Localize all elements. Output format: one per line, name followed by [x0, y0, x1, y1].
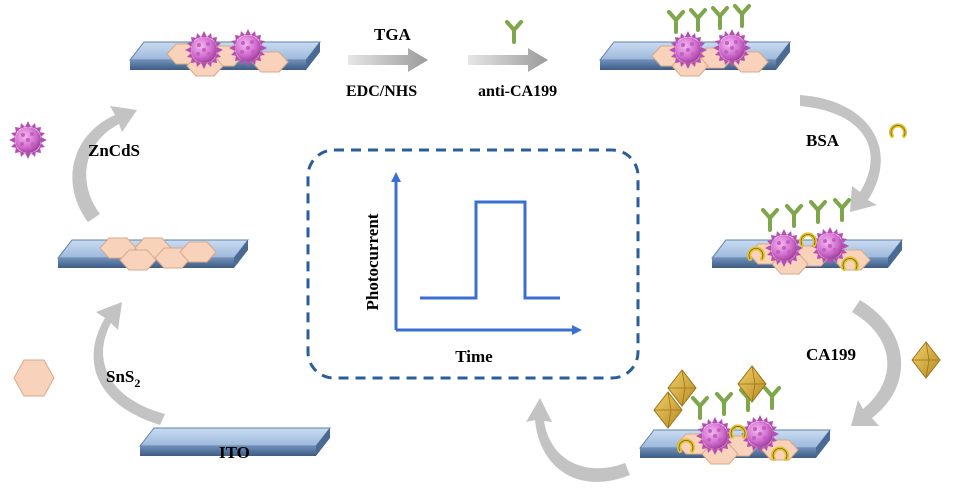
sns2-nanosheet-icon [13, 359, 55, 397]
tga-label: TGA [374, 25, 412, 44]
edc-nhs-label: EDC/NHS [346, 83, 417, 100]
curved-arrow-detect [526, 398, 630, 482]
antibody-electrode [599, 4, 791, 77]
zncds-sns2-electrode [129, 29, 321, 77]
antibody-icon [505, 20, 523, 44]
ca199-label: CA199 [806, 345, 856, 364]
arrow-antibody-step [468, 48, 548, 72]
x-axis-label: Time [455, 347, 493, 366]
anti-ca199-label: anti-CA199 [478, 83, 557, 100]
arrow-tga-step [348, 48, 428, 72]
curved-arrow-sns2 [93, 302, 165, 425]
sns2-ito-electrode [57, 237, 249, 271]
ca199-antigen-icon [737, 365, 767, 403]
y-axis-arrow [391, 172, 401, 182]
bsa-blocked-electrode [711, 198, 903, 275]
curved-arrow-zncds [72, 106, 137, 222]
ca199-antigen-icon [911, 341, 941, 379]
photocurrent-plot [391, 172, 582, 335]
photocurrent-pulse-line [420, 200, 560, 300]
curved-arrow-ca199 [851, 300, 902, 426]
bsa-icon [889, 123, 907, 138]
sns2-label: SnS2 [106, 367, 140, 390]
photocurrent-panel [306, 148, 640, 380]
zncds-particle-icon [9, 121, 47, 159]
y-axis-label: Photocurrent [363, 213, 382, 310]
curved-arrow-bsa [800, 95, 881, 212]
x-axis-arrow [572, 325, 582, 335]
bsa-label: BSA [806, 131, 840, 150]
zncds-label: ZnCdS [88, 141, 140, 160]
ito-label: ITO [219, 443, 250, 462]
